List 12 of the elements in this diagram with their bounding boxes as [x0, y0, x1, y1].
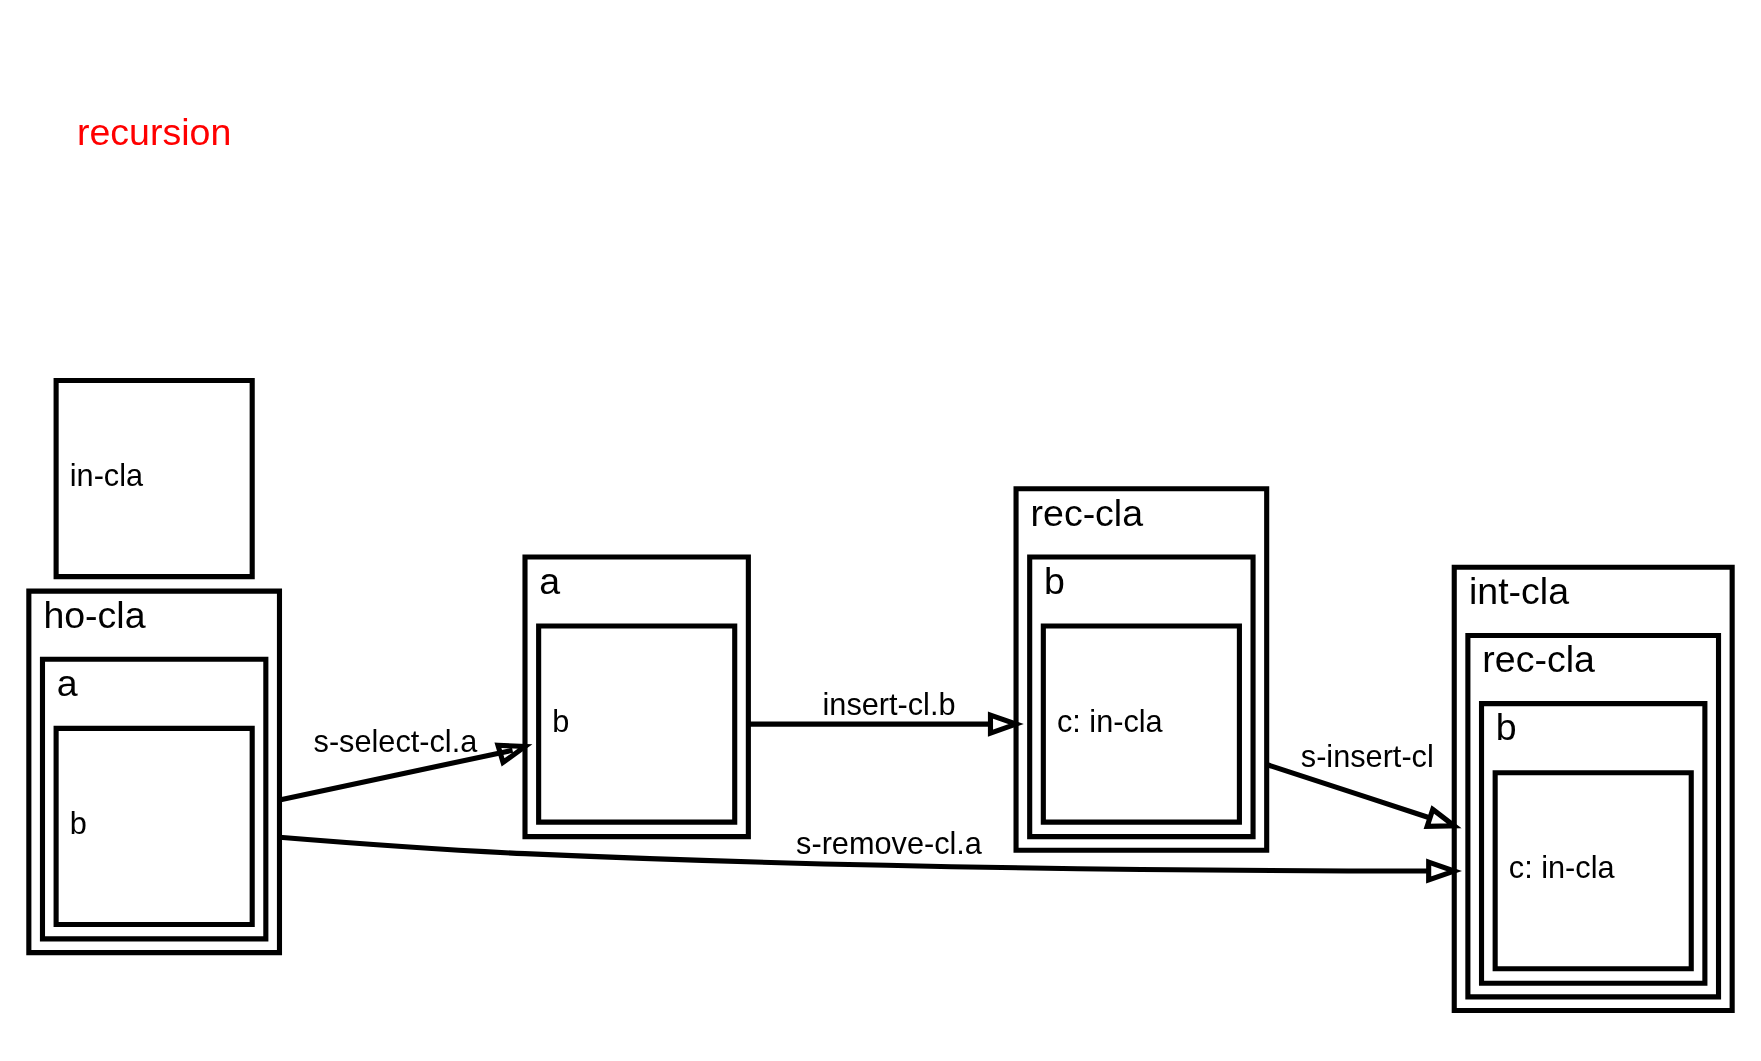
node-box: b: [53, 725, 255, 927]
node-box: in-cla: [53, 377, 255, 579]
arrow: [748, 711, 1024, 737]
edge-label: insert-cl.b: [822, 686, 956, 722]
edge-label: s-select-cl.a: [313, 723, 478, 759]
node-box: c: in-cla: [1040, 623, 1242, 825]
edge-label: s-insert-cl: [1300, 738, 1434, 774]
edge-label: s-remove-cl.a: [796, 825, 982, 861]
label: recursion: [77, 110, 232, 153]
arrow: [279, 834, 1462, 884]
node-box: b: [536, 623, 738, 825]
node-box: c: in-cla: [1492, 769, 1694, 971]
